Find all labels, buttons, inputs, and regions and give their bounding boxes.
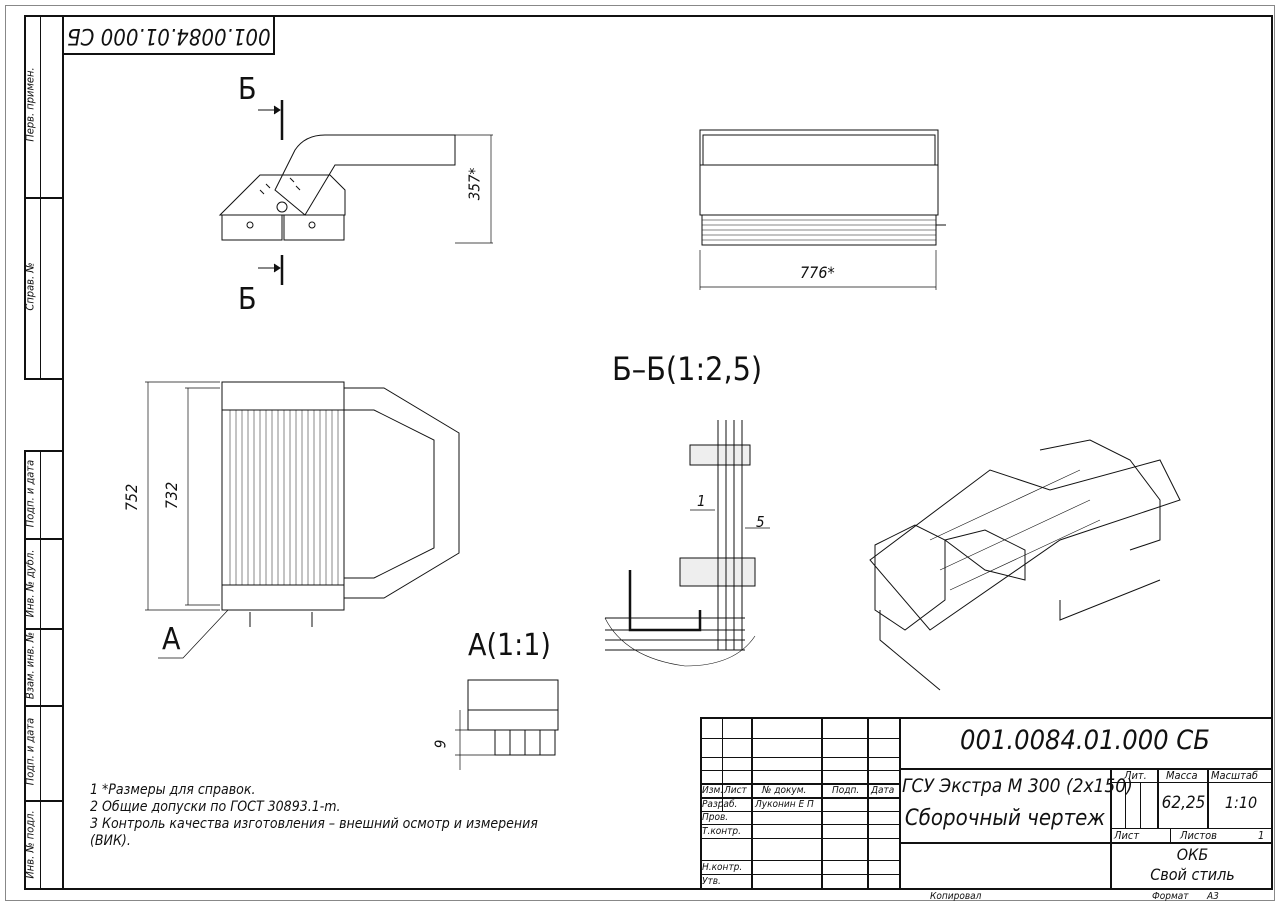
isometric-view (869, 439, 1181, 691)
side-strip-lower (24, 450, 64, 890)
dim-1: 1 (697, 492, 706, 510)
section-view (604, 420, 770, 667)
sheets-count: 1 (1258, 829, 1265, 842)
front-view (699, 129, 946, 290)
role-developer: Разраб. (702, 799, 738, 810)
detail-title: А(1:1) (468, 628, 551, 663)
section-mark: Б (238, 282, 257, 317)
note: 2 Общие допуски по ГОСТ 30893.1-m. (90, 799, 341, 815)
mass-value: 62,25 (1161, 793, 1206, 813)
technical-notes: 1 *Размеры для справок. 2 Общие допуски … (90, 782, 538, 850)
plan-view (145, 381, 460, 659)
dim-752: 752 (122, 483, 142, 512)
dim-height: 357* (465, 167, 484, 201)
note: 3 Контроль качества изготовления – внешн… (90, 816, 538, 832)
header-list: Лист (724, 785, 747, 796)
header-sign: Подп. (832, 785, 860, 796)
note: 1 *Размеры для справок. (90, 782, 256, 798)
sheet-border (5, 5, 1275, 901)
side-view (218, 100, 493, 285)
format-label: Формат (1152, 891, 1189, 902)
dim-5: 5 (756, 513, 765, 531)
organization-sub: Свой стиль (1150, 865, 1235, 884)
title-block (700, 717, 1273, 890)
product-name: ГСУ Экстра М 300 (2х150) (902, 775, 1133, 797)
header-doc: № докум. (762, 785, 807, 796)
scale-label: Масштаб (1211, 769, 1259, 782)
document-type: Сборочный чертеж (904, 806, 1106, 831)
section-mark: Б (238, 72, 257, 107)
sheet-label: Лист (1114, 829, 1140, 842)
designation: 001.0084.01.000 СБ (960, 725, 1210, 756)
scale-value: 1:10 (1224, 793, 1258, 812)
drawing-frame (62, 15, 1273, 890)
role-checker: Пров. (702, 812, 729, 823)
dim-9: 9 (431, 739, 450, 749)
dim-width: 776* (800, 263, 835, 282)
note: (ВИК). (90, 833, 131, 849)
organization: ОКБ (1176, 845, 1209, 864)
lit-label: Лит. (1124, 769, 1147, 782)
code-stamp: 001.0084.01.000 СБ (62, 15, 275, 55)
detail-view (455, 679, 559, 770)
mass-label: Масса (1166, 769, 1198, 782)
sheets-label: Листов (1180, 829, 1217, 842)
detail-mark: А (162, 622, 181, 657)
section-title: Б–Б(1:2,5) (612, 350, 763, 388)
format-value: А3 (1207, 891, 1219, 902)
role-tcontrol: Т.контр. (702, 826, 741, 837)
header-izm: Изм. (702, 785, 724, 796)
header-date: Дата (871, 785, 895, 796)
dim-732: 732 (162, 481, 182, 510)
role-approved: Утв. (702, 876, 721, 887)
role-ncontrol: Н.контр. (702, 862, 743, 873)
copied-label: Копировал (930, 891, 982, 902)
developer-name: Луконин Е П (755, 799, 814, 810)
